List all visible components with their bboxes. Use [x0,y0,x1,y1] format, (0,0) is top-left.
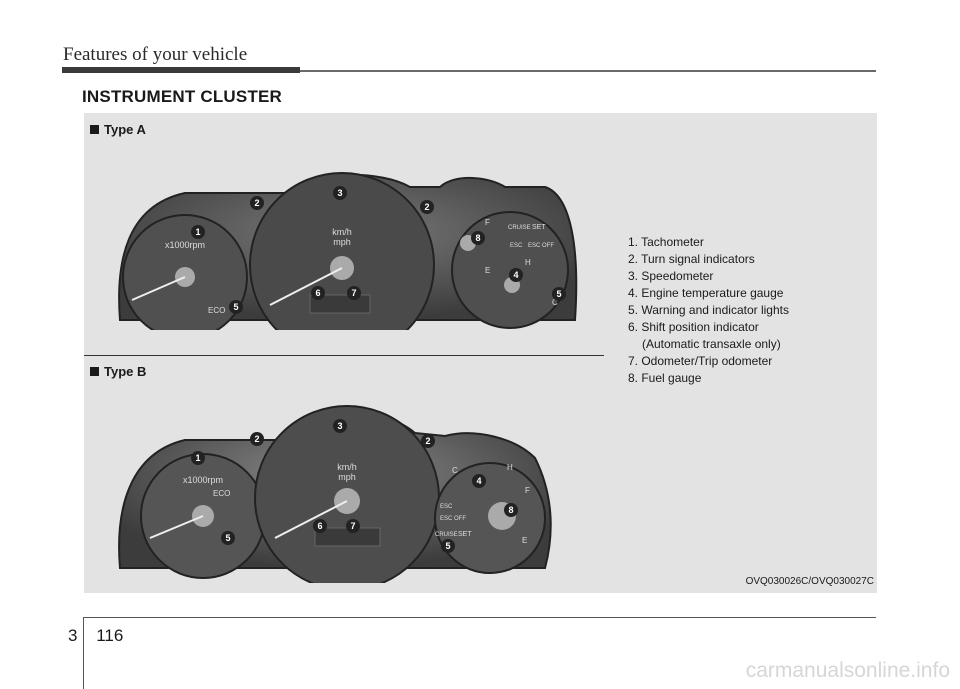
kmh-label-b: km/h [337,462,357,472]
fuel-f-label-b: F [525,486,530,495]
svg-text:2: 2 [424,202,429,212]
esc-label-b: ESC [440,504,453,510]
svg-text:2: 2 [425,436,430,446]
cruise-label: CRUISE [508,225,531,231]
cluster-type-a-illustration: x1000rpm ECO km/h mph CRUISE SET ESC ESC… [118,172,578,330]
bullet-square-icon [90,367,99,376]
legend-item: 4. Engine temperature gauge [628,286,784,300]
legend-item: 5. Warning and indicator lights [628,303,789,317]
legend-list: 1. Tachometer 2. Turn signal indicators … [628,234,789,387]
legend-item: 3. Speedometer [628,269,714,283]
temp-c-label-b: C [452,466,458,475]
legend-item: 7. Odometer/Trip odometer [628,354,773,368]
svg-text:2: 2 [254,198,259,208]
callout-5-b-left [221,531,235,545]
temp-h-label-b: H [507,463,513,472]
esc-off-label: ESC OFF [528,243,554,249]
cluster-type-b-illustration: x1000rpm ECO km/h mph ESC ESC OFF CRUISE… [118,405,552,583]
type-b-text: Type B [104,364,147,379]
callout-8-a [471,231,485,245]
svg-text:8: 8 [475,233,480,243]
callout-1-a [191,225,205,239]
callout-5-a-right [552,287,566,301]
esc-off-label-b: ESC OFF [440,516,466,522]
rpm-unit-label: x1000rpm [165,240,205,250]
svg-text:4: 4 [513,270,518,280]
callout-2-b-right [421,434,435,448]
callout-7-b [346,519,360,533]
svg-text:5: 5 [233,302,238,312]
fuel-e-label: E [485,266,490,275]
header-title: Features of your vehicle [63,44,248,65]
fuel-e-label-b: E [522,536,527,545]
kmh-label: km/h [332,227,352,237]
svg-text:5: 5 [445,541,450,551]
svg-text:5: 5 [225,533,230,543]
svg-text:6: 6 [317,521,322,531]
callout-4-b [472,474,486,488]
header-rule-thin [300,70,876,72]
rpm-unit-label-b: x1000rpm [183,475,223,485]
set-label-b: SET [458,531,472,538]
svg-text:6: 6 [315,288,320,298]
type-a-text: Type A [104,122,146,137]
callout-2-a-right [420,200,434,214]
section-title: INSTRUMENT CLUSTER [82,87,283,106]
svg-text:1: 1 [195,453,200,463]
page-number: 3 116 [68,626,123,646]
svg-text:7: 7 [351,288,356,298]
legend-item: 1. Tachometer [628,235,704,249]
callout-4-a [509,268,523,282]
cruise-label-b: CRUISE [435,532,458,538]
callout-8-b [504,503,518,517]
svg-text:4: 4 [476,476,481,486]
eco-label-b: ECO [213,489,230,498]
svg-text:8: 8 [508,505,513,515]
svg-text:3: 3 [337,188,342,198]
callout-2-a-left [250,196,264,210]
svg-text:2: 2 [254,434,259,444]
type-b-label: Type B [90,364,146,379]
esc-label: ESC [510,243,523,249]
eco-label: ECO [208,306,225,315]
callout-3-b [333,419,347,433]
figure-code: OVQ030026C/OVQ030027C [745,576,874,587]
legend-item-note: (Automatic transaxle only) [642,337,781,351]
fuel-f-label: F [485,218,490,227]
set-label: SET [532,224,546,231]
temp-c-label: C [552,298,558,307]
type-divider [84,355,604,356]
mph-label-b: mph [338,472,356,482]
legend-item: 6. Shift position indicator [628,320,759,334]
svg-text:1: 1 [195,227,200,237]
mph-label: mph [333,237,351,247]
callout-7-a [347,286,361,300]
page-rule-horizontal [83,617,876,618]
callout-6-a [311,286,325,300]
callout-2-b-left [250,432,264,446]
callout-5-b-right [441,539,455,553]
callout-1-b [191,451,205,465]
temp-h-label: H [525,258,531,267]
callout-3-a [333,186,347,200]
callout-5-a-left [229,300,243,314]
svg-text:7: 7 [350,521,355,531]
header-rule-thick [62,67,300,73]
svg-text:5: 5 [556,289,561,299]
chapter-number: 3 [68,626,78,645]
page-number-value: 116 [96,626,124,645]
callout-6-b [313,519,327,533]
legend-item: 8. Fuel gauge [628,371,702,385]
svg-text:3: 3 [337,421,342,431]
type-a-label: Type A [90,122,146,137]
watermark: carmanualsonline.info [745,659,950,682]
page-rule-vertical [83,618,84,689]
legend-item: 2. Turn signal indicators [628,252,755,266]
bullet-square-icon [90,125,99,134]
